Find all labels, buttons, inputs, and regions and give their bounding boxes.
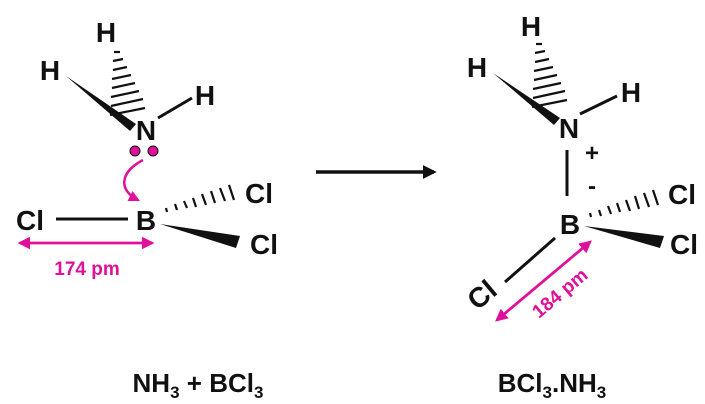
nitrogen-positive-charge: + [585,140,599,167]
product-atom-n: N [559,113,579,144]
product-atom-h-top: H [521,11,541,42]
product-wedge-bond-b-cl [584,226,664,248]
product-bond-b-cl [504,236,556,284]
product-bond-n-h [579,94,618,116]
product-atom-h-left: H [467,52,487,83]
product-atom-cl-lower-left: Cl [461,274,502,316]
reactant-atom-h-left: H [40,55,60,86]
product-hashed-bond-b-cl [588,189,660,218]
reactant-atom-cl-left: Cl [16,205,44,236]
reactant-formula: NH3 + BCl3 [133,368,264,402]
boron-negative-charge: - [588,173,596,200]
product-hashed-bond-n-h [531,42,568,109]
product-atom-h-right: H [621,77,641,108]
reactant-bond-n-h [157,96,193,120]
product-adduct: H H H N B Cl Cl Cl + - 184 pm [461,11,698,323]
reactant-atom-h-top: H [96,17,116,48]
product-formula: BCl3.NH3 [498,368,607,402]
reactant-atom-b: B [136,205,156,236]
product-atom-cl-upper-right: Cl [668,179,696,210]
product-bond-length-arrow [495,240,592,322]
lone-pair-dots [129,145,159,157]
product-atom-cl-lower-right: Cl [670,229,698,260]
reactant-atom-h-right: H [195,80,215,111]
reactant-atom-n: N [136,115,156,146]
product-wedge-bond-n-h [493,73,560,125]
reactant-wedge-bond-n-h [66,76,136,131]
reactant-hashed-bond-n-h [109,50,146,117]
product-atom-b: B [560,209,580,240]
reactant-molecules: H H H N B Cl Cl Cl 174 pm [16,17,278,280]
reactant-atom-cl-lower-right: Cl [250,229,278,260]
reactant-bond-length-label: 174 pm [54,259,119,280]
electron-pair-curved-arrow [123,158,144,202]
reactant-atom-cl-upper-right: Cl [245,178,273,209]
reactant-hashed-bond-b-cl [164,184,236,213]
reactant-wedge-bond-b-cl [160,224,240,248]
product-bond-length-label: 184 pm [529,265,593,323]
